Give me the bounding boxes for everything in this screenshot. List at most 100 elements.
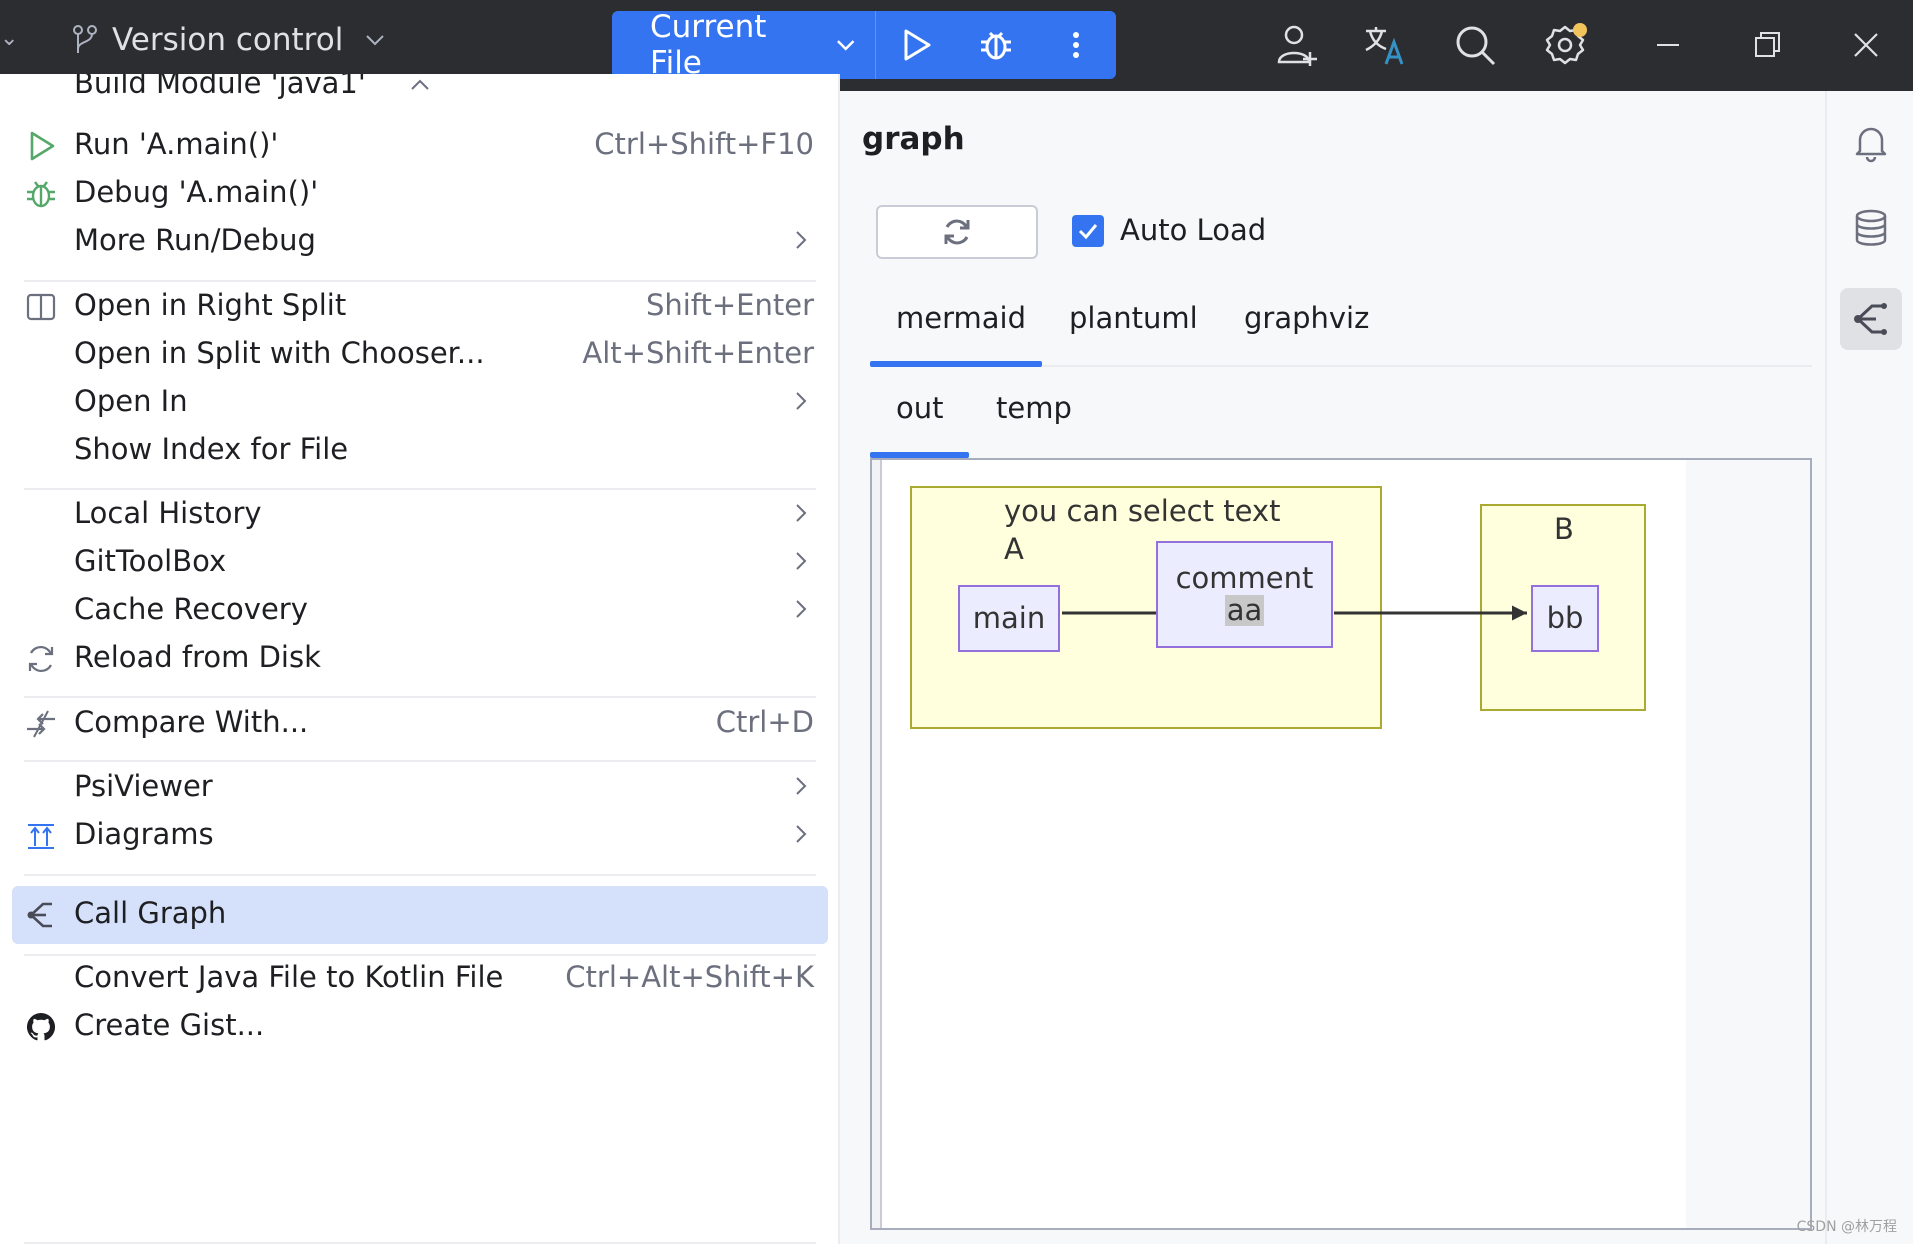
menu-item-label: GitToolBox xyxy=(74,544,227,578)
menu-item-label: Run 'A.main()' xyxy=(74,127,279,161)
menu-item-label: Open In xyxy=(74,384,188,418)
notifications-button[interactable] xyxy=(1840,111,1902,173)
menu-item-build-module[interactable]: Build Module 'java1' xyxy=(0,74,838,114)
menu-separator xyxy=(24,696,816,698)
reload-button[interactable] xyxy=(876,205,1038,259)
call-graph-tool-button[interactable] xyxy=(1840,288,1902,350)
add-user-icon xyxy=(1277,25,1317,66)
add-user-button[interactable] xyxy=(1272,20,1322,70)
menu-item-local-history[interactable]: Local History xyxy=(0,486,838,544)
menu-separator xyxy=(24,280,816,282)
close-icon xyxy=(1854,33,1878,57)
node-bb-label: bb xyxy=(1546,600,1584,635)
menu-item-label: Convert Java File to Kotlin File xyxy=(74,960,504,994)
chevron-right-icon xyxy=(796,825,807,843)
tab-graphviz[interactable]: graphviz xyxy=(1244,301,1370,335)
chevron-right-icon xyxy=(796,392,807,410)
notifications-icon xyxy=(1855,127,1887,163)
check-icon xyxy=(1078,224,1098,240)
minimize-button[interactable] xyxy=(1643,20,1693,70)
menu-item-shortcut: Ctrl+D xyxy=(715,705,814,739)
menu-item-call-graph[interactable]: Call Graph xyxy=(12,886,828,944)
run-icon xyxy=(24,129,58,163)
run-config-selector[interactable]: Current File xyxy=(612,9,876,81)
menu-item-label: Open in Split with Chooser... xyxy=(74,336,485,370)
minimize-icon xyxy=(1657,44,1679,46)
debug-icon xyxy=(981,31,1011,60)
menu-item-gittoolbox[interactable]: GitToolBox xyxy=(0,534,838,592)
chevron-up-icon[interactable] xyxy=(407,74,433,98)
menu-item-open-right-split[interactable]: Open in Right Split Shift+Enter xyxy=(0,278,838,336)
search-icon xyxy=(1456,26,1496,66)
node-bb: bb xyxy=(1531,585,1599,652)
cluster-b-label: B xyxy=(1554,512,1574,546)
diagram-canvas[interactable]: you can select text A B main comment aa … xyxy=(870,458,1812,1230)
menu-item-psiviewer[interactable]: PsiViewer xyxy=(0,759,838,817)
translate-icon xyxy=(1365,27,1404,65)
debug-button[interactable] xyxy=(956,11,1036,79)
menu-item-label: Reload from Disk xyxy=(74,640,321,674)
menu-item-label: Cache Recovery xyxy=(74,592,308,626)
chevron-right-icon xyxy=(796,504,807,522)
menu-item-convert-to-kotlin[interactable]: Convert Java File to Kotlin File Ctrl+Al… xyxy=(0,950,838,1008)
tab-temp[interactable]: temp xyxy=(996,391,1072,425)
version-control-widget[interactable]: Version control xyxy=(70,22,387,58)
menu-item-compare-with[interactable]: Compare With... Ctrl+D xyxy=(0,695,838,753)
restore-icon xyxy=(1755,32,1780,57)
auto-load-checkbox[interactable] xyxy=(1072,215,1104,247)
restore-button[interactable] xyxy=(1742,20,1792,70)
menu-item-label: Create Gist... xyxy=(74,1008,265,1042)
menu-item-create-gist[interactable]: Create Gist... xyxy=(0,998,838,1056)
menu-separator xyxy=(24,874,816,876)
menu-item-label: Compare With... xyxy=(74,705,309,739)
menu-item-shortcut: Shift+Enter xyxy=(645,288,814,322)
split-icon xyxy=(24,290,58,324)
translate-button[interactable] xyxy=(1360,20,1410,70)
menu-separator xyxy=(24,1242,816,1244)
search-button[interactable] xyxy=(1450,20,1500,70)
tab-selected-indicator xyxy=(870,361,1042,367)
close-button[interactable] xyxy=(1841,20,1891,70)
menu-separator xyxy=(24,760,816,762)
menu-item-cache-recovery[interactable]: Cache Recovery xyxy=(0,582,838,640)
tab-plantuml[interactable]: plantuml xyxy=(1069,301,1198,335)
run-button[interactable] xyxy=(876,11,956,79)
menu-item-open-in[interactable]: Open In xyxy=(0,374,838,432)
menu-item-run[interactable]: Run 'A.main()' Ctrl+Shift+F10 xyxy=(0,117,838,175)
chevron-right-icon xyxy=(796,231,807,249)
compare-icon xyxy=(24,707,58,741)
menu-item-label: Diagrams xyxy=(74,817,214,851)
menu-item-label: Open in Right Split xyxy=(74,288,347,322)
menu-item-debug[interactable]: Debug 'A.main()' xyxy=(0,165,838,223)
settings-button[interactable] xyxy=(1540,20,1590,70)
menu-item-open-split-chooser[interactable]: Open in Split with Chooser... Alt+Shift+… xyxy=(0,326,838,384)
auto-load-label: Auto Load xyxy=(1120,213,1267,247)
more-actions-button[interactable] xyxy=(1036,11,1116,79)
tab-selected-indicator xyxy=(870,452,969,458)
node-comment-selected-text: aa xyxy=(1224,592,1265,627)
chevron-right-icon xyxy=(796,777,807,795)
menu-item-shortcut: Ctrl+Shift+F10 xyxy=(594,127,814,161)
database-button[interactable] xyxy=(1840,197,1902,259)
menu-item-label: Call Graph xyxy=(74,896,227,930)
menu-separator xyxy=(24,488,816,490)
menu-item-shortcut: Alt+Shift+Enter xyxy=(582,336,814,370)
run-icon xyxy=(904,29,931,61)
cluster-a-title: you can select text xyxy=(1004,494,1281,528)
menu-item-label: More Run/Debug xyxy=(74,223,316,257)
right-tool-stripe xyxy=(1825,91,1913,1244)
menu-item-show-index[interactable]: Show Index for File xyxy=(0,422,838,480)
tool-window-title: graph xyxy=(862,121,965,157)
tab-out[interactable]: out xyxy=(896,391,944,425)
reload-icon xyxy=(24,642,58,676)
tab-mermaid[interactable]: mermaid xyxy=(896,301,1026,335)
chevron-icon[interactable]: ⌄ xyxy=(0,26,19,51)
menu-item-diagrams[interactable]: Diagrams xyxy=(0,807,838,865)
menu-item-more-run-debug[interactable]: More Run/Debug xyxy=(0,213,838,271)
graph-tool-window: graph Auto Load mermaid plantuml graphvi… xyxy=(840,91,1825,1244)
menu-item-reload-from-disk[interactable]: Reload from Disk xyxy=(0,630,838,688)
node-main: main xyxy=(958,585,1060,652)
menu-item-label: Show Index for File xyxy=(74,432,349,466)
node-main-label: main xyxy=(972,600,1046,635)
call-graph-icon xyxy=(1854,303,1887,335)
